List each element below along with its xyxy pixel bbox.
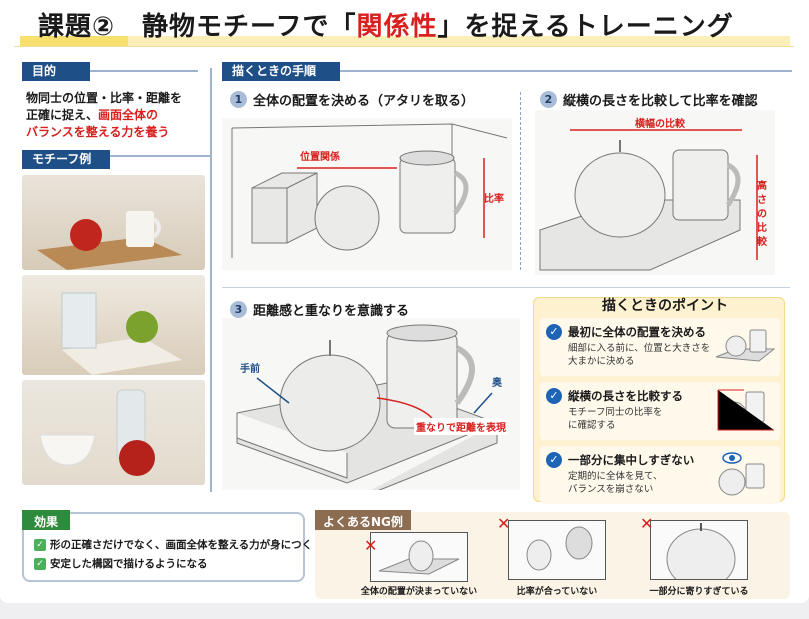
points-title: 描くときのポイント <box>602 298 728 314</box>
point-item: ✓最初に全体の配置を決める細部に入る前に、位置と大きさを大まかに決める <box>540 318 780 376</box>
point-heading: 縦横の長さを比較する <box>568 389 683 403</box>
point-desc-line: 定期的に全体を見て、 <box>568 471 663 482</box>
ng-image-1 <box>370 532 468 582</box>
ng-image-2 <box>508 520 606 580</box>
page-title: 課題② 静物モチーフで「関係性」を捉えるトレーニング <box>38 6 734 43</box>
label-height-compare: 高さの比較 <box>757 180 775 250</box>
point-desc-line: バランスを崩さない <box>568 484 654 495</box>
ng-image-3 <box>650 520 748 590</box>
effect-text: 安定した構図で描けるようになる <box>50 558 208 570</box>
divider <box>222 287 790 288</box>
point-desc-line: 細部に入る前に、位置と大きさを <box>568 343 711 354</box>
step-title: 距離感と重なりを意識する <box>253 304 410 319</box>
point-desc-line: に確認する <box>568 420 616 431</box>
point-heading: 最初に全体の配置を決める <box>568 325 706 339</box>
step-number: 1 <box>230 91 247 108</box>
point-item: ✓一部分に集中しすぎない定期的に全体を見て、バランスを崩さない <box>540 446 780 504</box>
point-desc-line: 大まかに決める <box>568 356 635 367</box>
divider <box>340 70 792 72</box>
point-heading: 一部分に集中しすぎない <box>568 453 695 467</box>
motif-photo-bowl-bottle <box>22 380 205 485</box>
purpose-text: 物同士の位置・比率・距離を 正確に捉え、画面全体の バランスを整える力を養う <box>26 90 182 141</box>
check-icon: ✓ <box>546 388 562 404</box>
point-desc: 細部に入る前に、位置と大きさを大まかに決める <box>568 342 710 368</box>
label-front: 手前 <box>240 364 260 375</box>
title-highlight <box>20 36 790 46</box>
purpose-badge: 目的 <box>22 62 90 81</box>
step-number: 2 <box>540 91 557 108</box>
motif-photo-glass-apple <box>22 275 205 375</box>
connector-line <box>110 155 210 157</box>
purpose-line: 正確に捉え、 <box>26 108 99 122</box>
procedure-badge: 描くときの手順 <box>222 62 340 81</box>
label-overlap: 重なりで距離を表現 <box>414 418 508 435</box>
green-check-icon: ✓ <box>34 538 46 551</box>
label-line: 比較 <box>757 223 767 248</box>
ng-caption: 全体の配置が決まっていない <box>360 587 478 597</box>
green-check-icon: ✓ <box>34 557 46 570</box>
ng-badge: よくあるNG例 <box>315 510 411 530</box>
title-rule <box>14 46 794 47</box>
motif-photo-apple-mug <box>22 175 205 270</box>
point-desc-line: モチーフ同士の比率を <box>568 407 663 418</box>
ng-caption: 一部分に寄りすぎている <box>649 587 749 597</box>
ng-x-icon: ✕ <box>497 514 511 533</box>
step-title: 全体の配置を決める（アタリを取る） <box>253 94 475 109</box>
step-2-sketch: 横幅の比較 高さの比較 <box>535 110 775 275</box>
effect-item: ✓ 安定した構図で描けるようになる <box>34 556 208 571</box>
step-number: 3 <box>230 301 247 318</box>
label-position: 位置関係 <box>300 152 340 163</box>
title-suffix: 」を捉えるトレーニング <box>437 12 734 42</box>
label-back: 奥 <box>492 378 502 389</box>
step-3-title: 3 距離感と重なりを意識する <box>230 300 409 319</box>
ng-caption: 比率が合っていない <box>516 587 598 597</box>
point-item: ✓縦横の長さを比較するモチーフ同士の比率をに確認する <box>540 382 780 440</box>
label-ratio: 比率 <box>484 194 504 205</box>
point-desc: モチーフ同士の比率をに確認する <box>568 406 662 432</box>
point-thumbnail <box>718 452 765 496</box>
label-width-compare: 横幅の比較 <box>635 119 685 130</box>
purpose-line-highlight: バランスを整える力を養う <box>26 125 170 139</box>
effect-item: ✓ 形の正確さだけでなく、画面全体を整える力が身につく <box>34 537 312 552</box>
connector-line <box>210 156 212 492</box>
step-divider <box>520 92 521 270</box>
divider <box>90 70 198 72</box>
point-thumbnail <box>717 389 774 431</box>
title-highlight-text: 関係性 <box>356 12 438 42</box>
point-desc: 定期的に全体を見て、バランスを崩さない <box>568 470 663 496</box>
effect-badge: 効果 <box>22 510 71 530</box>
step-1-sketch: 位置関係 比率 <box>222 118 512 270</box>
label-line: 高さの <box>757 181 767 220</box>
point-thumbnail <box>715 329 776 362</box>
step-3-sketch: 手前 奥 重なりで距離を表現 <box>222 318 520 504</box>
purpose-line-highlight: 画面全体の <box>98 108 159 122</box>
motif-badge: モチーフ例 <box>22 150 110 169</box>
step-2-title: 2 縦横の長さを比較して比率を確認 <box>540 90 758 109</box>
ng-x-icon: ✕ <box>640 514 654 533</box>
effect-text: 形の正確さだけでなく、画面全体を整える力が身につく <box>50 539 313 551</box>
check-icon: ✓ <box>546 452 562 468</box>
step-1-title: 1 全体の配置を決める（アタリを取る） <box>230 90 474 109</box>
check-icon: ✓ <box>546 324 562 340</box>
connector-line <box>210 68 212 156</box>
ng-x-icon: ✕ <box>364 536 378 555</box>
step-title: 縦横の長さを比較して比率を確認 <box>563 94 758 109</box>
title-prefix: 課題② 静物モチーフで「 <box>38 12 357 42</box>
purpose-line: 物同士の位置・比率・距離を <box>26 91 183 105</box>
